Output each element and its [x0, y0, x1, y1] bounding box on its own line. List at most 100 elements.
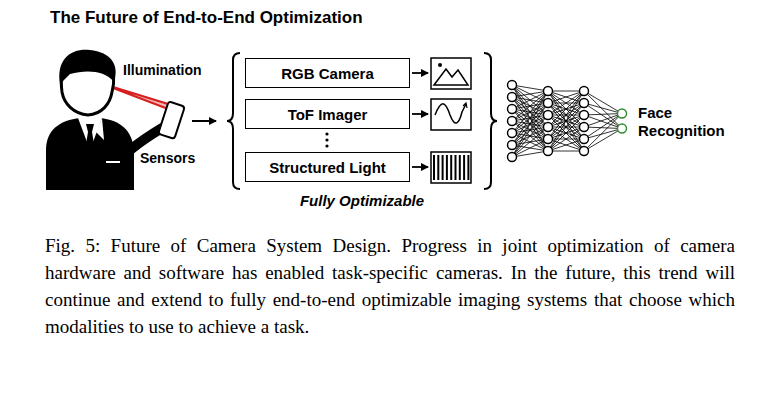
svg-line: [412, 113, 428, 115]
network-link: [584, 103, 622, 114]
network-link: [548, 91, 584, 103]
network-link: [584, 114, 622, 116]
network-neuron: [618, 109, 627, 118]
network-neuron: [544, 87, 553, 96]
svg-line: [442, 155, 444, 180]
svg-path: [46, 118, 134, 190]
network-link: [512, 115, 548, 157]
svg-path: [84, 124, 96, 164]
sensor-box: ToF Imager: [245, 99, 410, 129]
sensor-box: RGB Camera: [245, 58, 410, 88]
network-neuron: [580, 123, 589, 132]
network-link: [512, 91, 548, 145]
svg-path: [435, 104, 466, 123]
network-neuron: [544, 135, 553, 144]
optimizable-group: Fully OptimizableRGB CameraToF ImagerStr…: [230, 52, 494, 190]
network-link: [548, 91, 584, 115]
output-label-holder: Face Recognition: [638, 104, 748, 140]
figure-caption-holder: Fig. 5: Future of Camera System Design. …: [45, 232, 735, 340]
right-brace: [484, 53, 497, 189]
svg-circle: [325, 144, 328, 147]
network-link: [584, 114, 622, 152]
network-link: [512, 103, 548, 157]
network-neuron: [508, 129, 517, 138]
network-neuron: [508, 117, 517, 126]
network-neuron: [508, 105, 517, 114]
network-link: [548, 115, 584, 151]
network-link: [548, 91, 584, 103]
network-link: [548, 127, 584, 151]
network-neuron: [508, 93, 517, 102]
network-neuron: [544, 99, 553, 108]
network-neuron: [580, 99, 589, 108]
svg-rect: [431, 58, 471, 89]
network-link: [512, 91, 548, 157]
svg-path: [434, 69, 468, 85]
network-neuron: [508, 81, 517, 90]
group-heading: Fully Optimizable: [230, 192, 494, 209]
svg-path: [96, 118, 104, 140]
network-neuron: [544, 147, 553, 156]
network-link: [548, 91, 584, 139]
network-link: [548, 151, 584, 152]
network-link: [584, 114, 622, 128]
network-link: [548, 139, 584, 151]
svg-path: [463, 103, 467, 108]
phone: [158, 101, 185, 139]
svg-rect: [431, 152, 471, 183]
network-link: [548, 127, 584, 151]
box-label: ToF Imager: [288, 106, 368, 123]
svg-line: [455, 155, 457, 180]
illumination-label: Illumination: [123, 62, 202, 78]
svg-line: [437, 155, 439, 180]
network-neuron: [544, 123, 553, 132]
network-link: [584, 129, 622, 152]
figure-caption: Fig. 5: Future of Camera System Design. …: [45, 235, 735, 337]
network-neuron: [580, 147, 589, 156]
svg-line: [446, 155, 448, 180]
diagram-title-holder: The Future of End-to-End Optimization: [50, 8, 363, 28]
svg-path: [130, 128, 162, 150]
network-link: [512, 85, 548, 139]
svg-line: [450, 155, 452, 180]
signal-icon: [431, 99, 471, 130]
svg-line: [433, 155, 435, 180]
svg-line: [463, 155, 465, 180]
network-neuron: [580, 111, 589, 120]
svg-path: [106, 161, 120, 163]
image-icon: [431, 58, 471, 89]
network-neuron: [508, 141, 517, 150]
diagram-title: The Future of End-to-End Optimization: [50, 8, 363, 27]
stripe-pattern-icon: [431, 152, 471, 183]
svg-line: [412, 166, 428, 168]
network-link: [584, 129, 622, 140]
network-link: [548, 103, 584, 151]
network-link: [512, 91, 548, 121]
svg-path: [59, 50, 115, 84]
svg-circle: [438, 63, 442, 67]
network-link: [584, 127, 622, 129]
network-neuron: [580, 87, 589, 96]
neural-network: [508, 81, 627, 162]
network-link: [584, 103, 622, 129]
ellipsis-dots: [325, 132, 328, 147]
network-neuron: [618, 124, 627, 133]
svg-circle: [325, 138, 328, 141]
network-link: [548, 91, 584, 151]
network-link: [512, 139, 548, 157]
network-link: [512, 85, 548, 151]
illumination-label-holder: Illumination: [123, 62, 202, 78]
network-neuron: [580, 135, 589, 144]
output-label: Face Recognition: [638, 104, 725, 139]
network-link: [512, 127, 548, 157]
network-link: [584, 114, 622, 140]
sensor-box: Structured Light: [245, 152, 410, 182]
network-link: [548, 91, 584, 115]
network-link: [548, 139, 584, 151]
box-label: RGB Camera: [281, 65, 374, 82]
svg-circle: [325, 132, 328, 135]
network-neuron: [508, 153, 517, 162]
left-brace: [227, 53, 240, 189]
network-link: [548, 91, 584, 139]
sensors-label: Sensors: [140, 150, 195, 166]
